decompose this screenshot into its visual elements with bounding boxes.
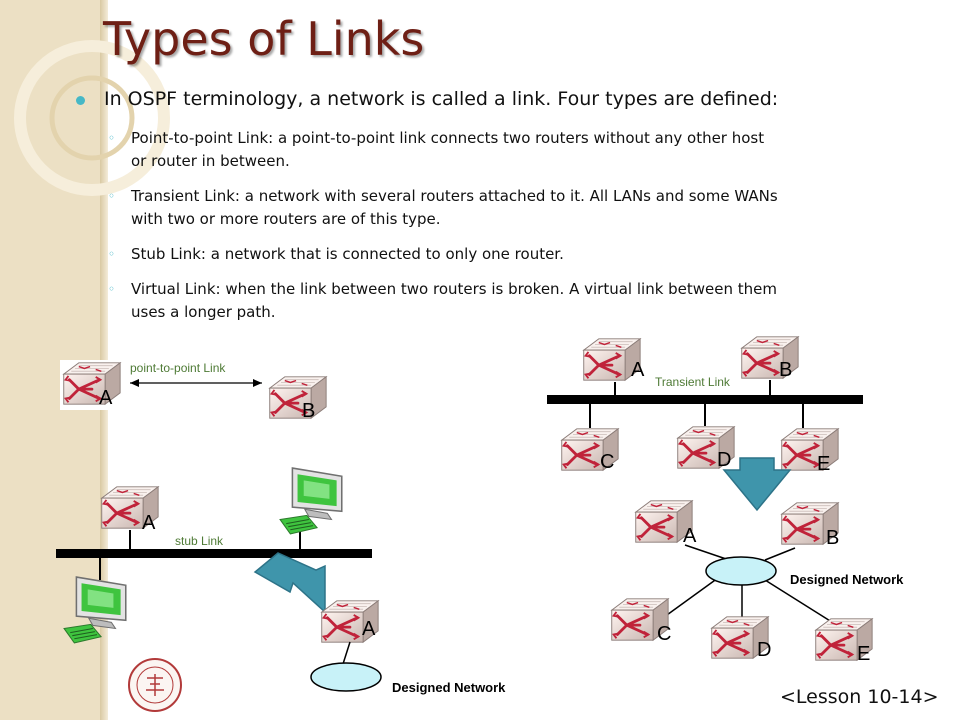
connector-line <box>342 641 351 665</box>
transient-link-label: Transient Link <box>655 375 731 389</box>
bullet-line: or router in between. <box>131 152 290 170</box>
router-label: A <box>631 359 645 381</box>
designed-network-label: Designed Network <box>790 572 904 587</box>
bullet-point-to-point: ◦ Point-to-point Link: a point-to-point … <box>108 127 898 173</box>
bullet-line: Transient Link: a network with several r… <box>131 187 778 205</box>
network-ellipse <box>310 662 382 692</box>
router-label: A <box>683 525 697 547</box>
slide-title: Types of Links <box>103 12 425 66</box>
transient-diagram: A B C D E Transient Link A B C D E Desig… <box>547 335 904 665</box>
router-label: D <box>757 639 771 661</box>
bullet-line: with two or more routers are of this typ… <box>131 210 441 228</box>
bullet-line: Stub Link: a network that is connected t… <box>131 245 564 263</box>
arrowhead-left <box>130 379 139 387</box>
bullet-dot-icon <box>76 96 85 105</box>
stub-network-bar <box>56 549 372 558</box>
bullet-stub: ◦ Stub Link: a network that is connected… <box>108 243 898 266</box>
router-label: E <box>857 643 870 665</box>
down-arrow-icon <box>722 457 792 512</box>
bullet-ring-icon: ◦ <box>108 131 116 145</box>
bullet-ring-icon: ◦ <box>108 282 116 296</box>
lesson-number: <Lesson 10-14> <box>780 686 939 708</box>
router-label: A <box>99 387 113 409</box>
router-label: D <box>717 449 731 471</box>
bullet-line: Point-to-point Link: a point-to-point li… <box>131 129 765 147</box>
bullet-line: Virtual Link: when the link between two … <box>131 280 778 298</box>
arrowhead-right <box>253 379 262 387</box>
decorative-circles <box>14 40 170 196</box>
connector-line <box>764 579 836 625</box>
router-label: B <box>826 527 839 549</box>
bullet-virtual: ◦ Virtual Link: when the link between tw… <box>108 278 898 324</box>
bullet-line: uses a longer path. <box>131 303 276 321</box>
router-icon <box>268 375 328 420</box>
connector-line <box>764 547 796 561</box>
bullet-transient: ◦ Transient Link: a network with several… <box>108 185 898 231</box>
router-label: C <box>657 623 671 645</box>
router-label: E <box>817 453 830 475</box>
computer-icon <box>63 576 127 644</box>
bullet-ring-icon: ◦ <box>108 189 116 203</box>
router-label: A <box>142 512 156 534</box>
router-label: C <box>600 451 614 473</box>
network-ellipse <box>705 556 777 586</box>
point-to-point-label: point-to-point Link <box>130 361 226 375</box>
university-seal-logo <box>128 658 182 712</box>
router-label: B <box>302 400 315 422</box>
point-to-point-diagram: point-to-point Link A B <box>60 360 328 422</box>
connector-line <box>659 577 719 621</box>
designed-network-label: Designed Network <box>392 680 506 695</box>
stub-link-label: stub Link <box>175 534 224 548</box>
bullet-ring-icon: ◦ <box>108 247 116 261</box>
transient-network-bar <box>547 395 863 404</box>
computer-icon <box>279 467 343 535</box>
down-arrow-icon <box>253 552 326 614</box>
router-label: A <box>362 618 376 640</box>
stub-diagram: A stub Link A Designed Network <box>56 467 506 695</box>
intro-text: In OSPF terminology, a network is called… <box>104 88 779 110</box>
router-label: B <box>779 359 792 381</box>
